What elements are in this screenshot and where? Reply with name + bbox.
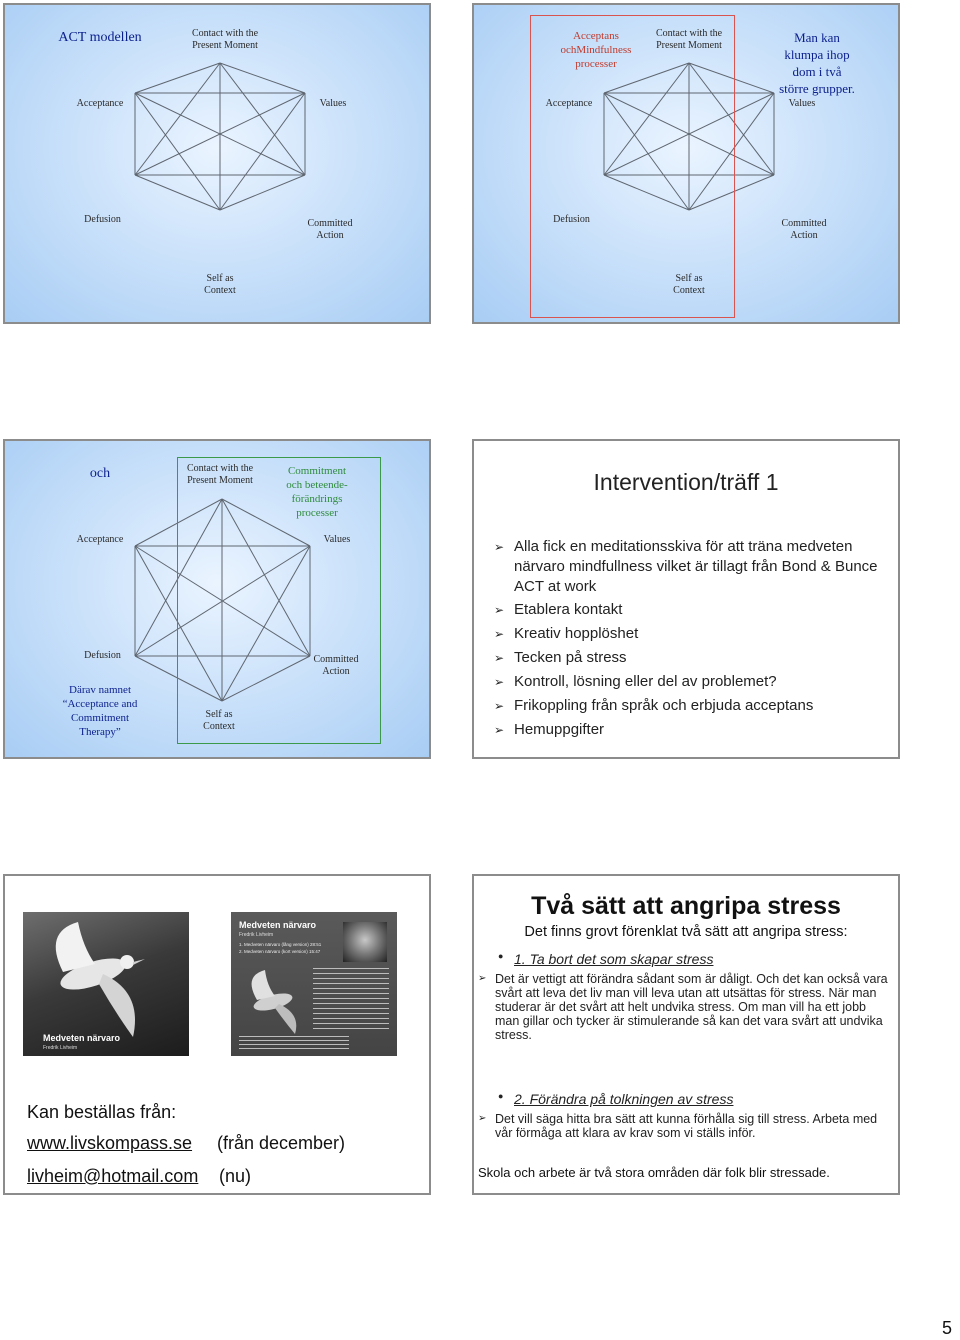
bullet-item: Alla fick en meditationsskiva för att tr… xyxy=(494,537,884,597)
slide-note: Man kan klumpa ihop dom i två större gru… xyxy=(779,30,855,96)
label-committed-action: Committed Action xyxy=(307,218,353,241)
page-number: 5 xyxy=(942,1318,953,1338)
hexaflex-diagram xyxy=(603,62,775,211)
slide-title: och xyxy=(89,466,111,481)
slide-title: Två sätt att angripa stress xyxy=(531,892,841,920)
email-link[interactable]: livheim@hotmail.com xyxy=(27,1166,199,1186)
bullet-item: Kontroll, lösning eller del av problemet… xyxy=(494,672,884,692)
bird-image xyxy=(55,922,145,1037)
commitment-highlight-box xyxy=(177,457,381,744)
label-values: Values xyxy=(323,534,351,545)
bullet-item: Tecken på stress xyxy=(494,648,884,668)
label-acceptance: Acceptance xyxy=(545,98,593,109)
slide-title: Intervention/träff 1 xyxy=(593,469,779,495)
slide-meditation-cd: Medveten närvaro Fredrik Livheim Medvete… xyxy=(3,874,431,1195)
bird-image xyxy=(251,970,297,1034)
slide-title: ACT modellen xyxy=(58,30,142,45)
slide-title: Acceptans ochMindfulness processer xyxy=(560,30,632,70)
bullet-item: Hemuppgifter xyxy=(494,720,884,740)
author-photo xyxy=(343,922,387,962)
cd-front-cover: Medveten närvaro Fredrik Livheim xyxy=(23,912,189,1056)
way-2-heading: 2. Förändra på tolkningen av stress xyxy=(498,1091,734,1107)
label-committed-action: Committed Action xyxy=(781,218,827,241)
slide-green-title: Commitment och beteende- förändrings pro… xyxy=(286,465,348,519)
hexaflex-diagram xyxy=(134,498,311,702)
label-defusion: Defusion xyxy=(84,214,121,225)
slide-intervention-1: Intervention/träff 1 Alla fick en medita… xyxy=(472,439,900,759)
cd-track-item: 2. Medveten närvaro (kort version) 15:47 xyxy=(239,949,321,954)
cd-front-author: Fredrik Livheim xyxy=(43,1045,78,1051)
label-contact-present-moment: Contact with the Present Moment xyxy=(191,28,259,51)
label-acceptance: Acceptance xyxy=(76,534,124,545)
label-values: Values xyxy=(319,98,347,109)
email-note: (nu) xyxy=(219,1166,252,1186)
bullet-item: Etablera kontakt xyxy=(494,600,884,620)
cd-back-cover: Medveten närvaro Fredrik Livheim 1. Medv… xyxy=(231,912,397,1056)
cd-track-item: 1. Medveten närvaro (lång version) 28:51 xyxy=(239,942,322,947)
acceptance-mindfulness-highlight-box xyxy=(530,15,735,318)
bullet-item: Kreativ hopplöshet xyxy=(494,624,884,644)
label-contact-present-moment: Contact with the Present Moment xyxy=(655,28,723,51)
slide-footer: Skola och arbete är två stora områden dä… xyxy=(478,1165,830,1180)
label-contact-present-moment: Contact with the Present Moment xyxy=(186,463,254,486)
order-label: Kan beställas från: xyxy=(27,1102,177,1122)
slide-acceptance-mindfulness: Acceptans ochMindfulness processer Man k… xyxy=(472,3,900,324)
cd-front-title: Medveten närvaro xyxy=(43,1033,121,1043)
cd-back-footer-text xyxy=(239,1036,349,1052)
label-self-as-context: Self as Context xyxy=(204,273,236,296)
label-defusion: Defusion xyxy=(553,214,590,225)
cd-back-title: Medveten närvaro xyxy=(239,920,317,930)
bullet-item: Frikoppling från språk och erbjuda accep… xyxy=(494,696,884,716)
way-2-text: Det vill säga hitta bra sätt att kunna f… xyxy=(478,1112,892,1140)
slide-commitment-processes: och Commitment och beteende- förändrings… xyxy=(3,439,431,759)
website-note: (från december) xyxy=(217,1133,346,1153)
label-committed-action: Committed Action xyxy=(313,654,359,677)
label-self-as-context: Self as Context xyxy=(673,273,705,296)
slide-subtitle: Det finns grovt förenklat två sätt att a… xyxy=(524,924,848,940)
label-values: Values xyxy=(788,98,816,109)
cd-back-text-block xyxy=(313,968,389,1030)
cd-back-author: Fredrik Livheim xyxy=(239,932,274,938)
hexaflex-diagram xyxy=(134,62,306,211)
label-acceptance: Acceptance xyxy=(76,98,124,109)
label-defusion: Defusion xyxy=(84,650,121,661)
label-self-as-context: Self as Context xyxy=(203,709,235,732)
website-link[interactable]: www.livskompass.se xyxy=(27,1133,193,1153)
way-1-heading: 1. Ta bort det som skapar stress xyxy=(498,951,714,967)
way-1-text: Det är vettigt att förändra sådant som ä… xyxy=(478,972,892,1042)
slide-two-ways-stress: Två sätt att angripa stress Det finns gr… xyxy=(472,874,900,1195)
slide-act-model: ACT modellen Contact with the Present Mo… xyxy=(3,3,431,324)
slide-note: Därav namnet “Acceptance and Commitment … xyxy=(62,684,138,738)
